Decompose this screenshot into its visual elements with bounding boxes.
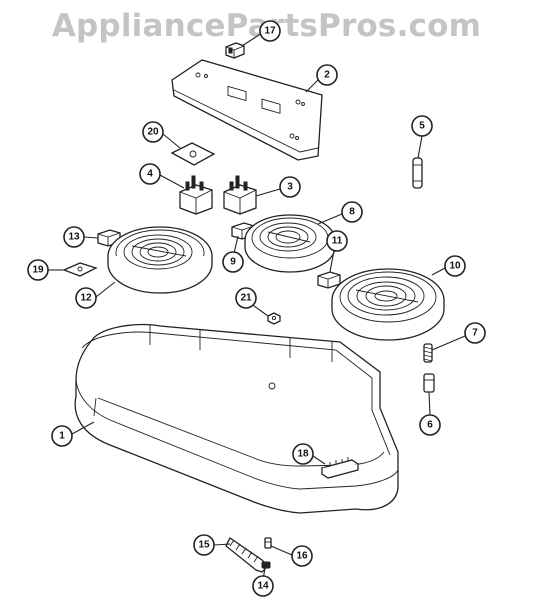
- callout-17: 17: [259, 20, 281, 42]
- part-20-plate: [170, 142, 216, 166]
- svg-text:14: 14: [257, 581, 269, 592]
- svg-text:4: 4: [147, 169, 153, 180]
- svg-text:11: 11: [332, 236, 343, 247]
- callout-3: 3: [279, 176, 301, 198]
- callout-13: 13: [63, 226, 85, 248]
- svg-text:8: 8: [349, 207, 355, 218]
- svg-text:21: 21: [240, 293, 252, 304]
- callout-11: 11: [326, 230, 348, 252]
- callout-4: 4: [139, 163, 161, 185]
- svg-text:17: 17: [264, 26, 276, 37]
- part-7-spring: [423, 343, 433, 363]
- part-17-clip: [225, 42, 245, 59]
- callout-19: 19: [27, 259, 49, 281]
- part-21-nut: [267, 312, 281, 325]
- callout-20: 20: [142, 121, 164, 143]
- svg-text:3: 3: [287, 182, 293, 193]
- part-2-control-panel: [171, 59, 323, 161]
- part-19-plate: [62, 262, 98, 277]
- callout-6: 6: [419, 414, 441, 436]
- callout-15: 15: [193, 534, 215, 556]
- svg-text:9: 9: [230, 257, 236, 268]
- callout-7: 7: [464, 322, 486, 344]
- callout-8: 8: [341, 201, 363, 223]
- svg-text:15: 15: [198, 540, 210, 551]
- svg-text:5: 5: [419, 121, 425, 132]
- callout-9: 9: [222, 251, 244, 273]
- part-11-terminal-block: [317, 271, 341, 289]
- callout-10: 10: [444, 255, 466, 277]
- svg-text:12: 12: [80, 293, 92, 304]
- svg-text:1: 1: [59, 431, 65, 442]
- callout-16: 16: [291, 545, 313, 567]
- part-8-surface-element: [244, 214, 336, 273]
- part-1-burner-box: [74, 323, 399, 514]
- callout-21: 21: [235, 287, 257, 309]
- part-15-igniter: [225, 537, 271, 573]
- callout-1: 1: [51, 425, 73, 447]
- part-18-terminal-strip: [320, 457, 360, 479]
- part-5-spacer: [412, 157, 423, 189]
- svg-text:7: 7: [472, 328, 478, 339]
- callout-5: 5: [411, 115, 433, 137]
- callout-12: 12: [75, 287, 97, 309]
- part-4-switch: [179, 175, 213, 215]
- svg-text:13: 13: [68, 232, 80, 243]
- svg-text:19: 19: [32, 265, 44, 276]
- svg-text:10: 10: [449, 261, 461, 272]
- part-3-switch: [223, 175, 257, 215]
- svg-text:16: 16: [296, 551, 308, 562]
- part-16-screw: [264, 537, 272, 549]
- svg-text:2: 2: [324, 70, 330, 81]
- part-6-spacer: [423, 373, 435, 393]
- callout-14: 14: [252, 575, 274, 597]
- svg-text:6: 6: [427, 420, 433, 431]
- svg-text:20: 20: [147, 127, 159, 138]
- callout-2: 2: [316, 64, 338, 86]
- leader-lines: [48, 32, 466, 581]
- part-10-surface-element: [331, 268, 445, 341]
- svg-text:18: 18: [297, 449, 309, 460]
- part-12-surface-element: [107, 226, 213, 294]
- callout-18: 18: [292, 443, 314, 465]
